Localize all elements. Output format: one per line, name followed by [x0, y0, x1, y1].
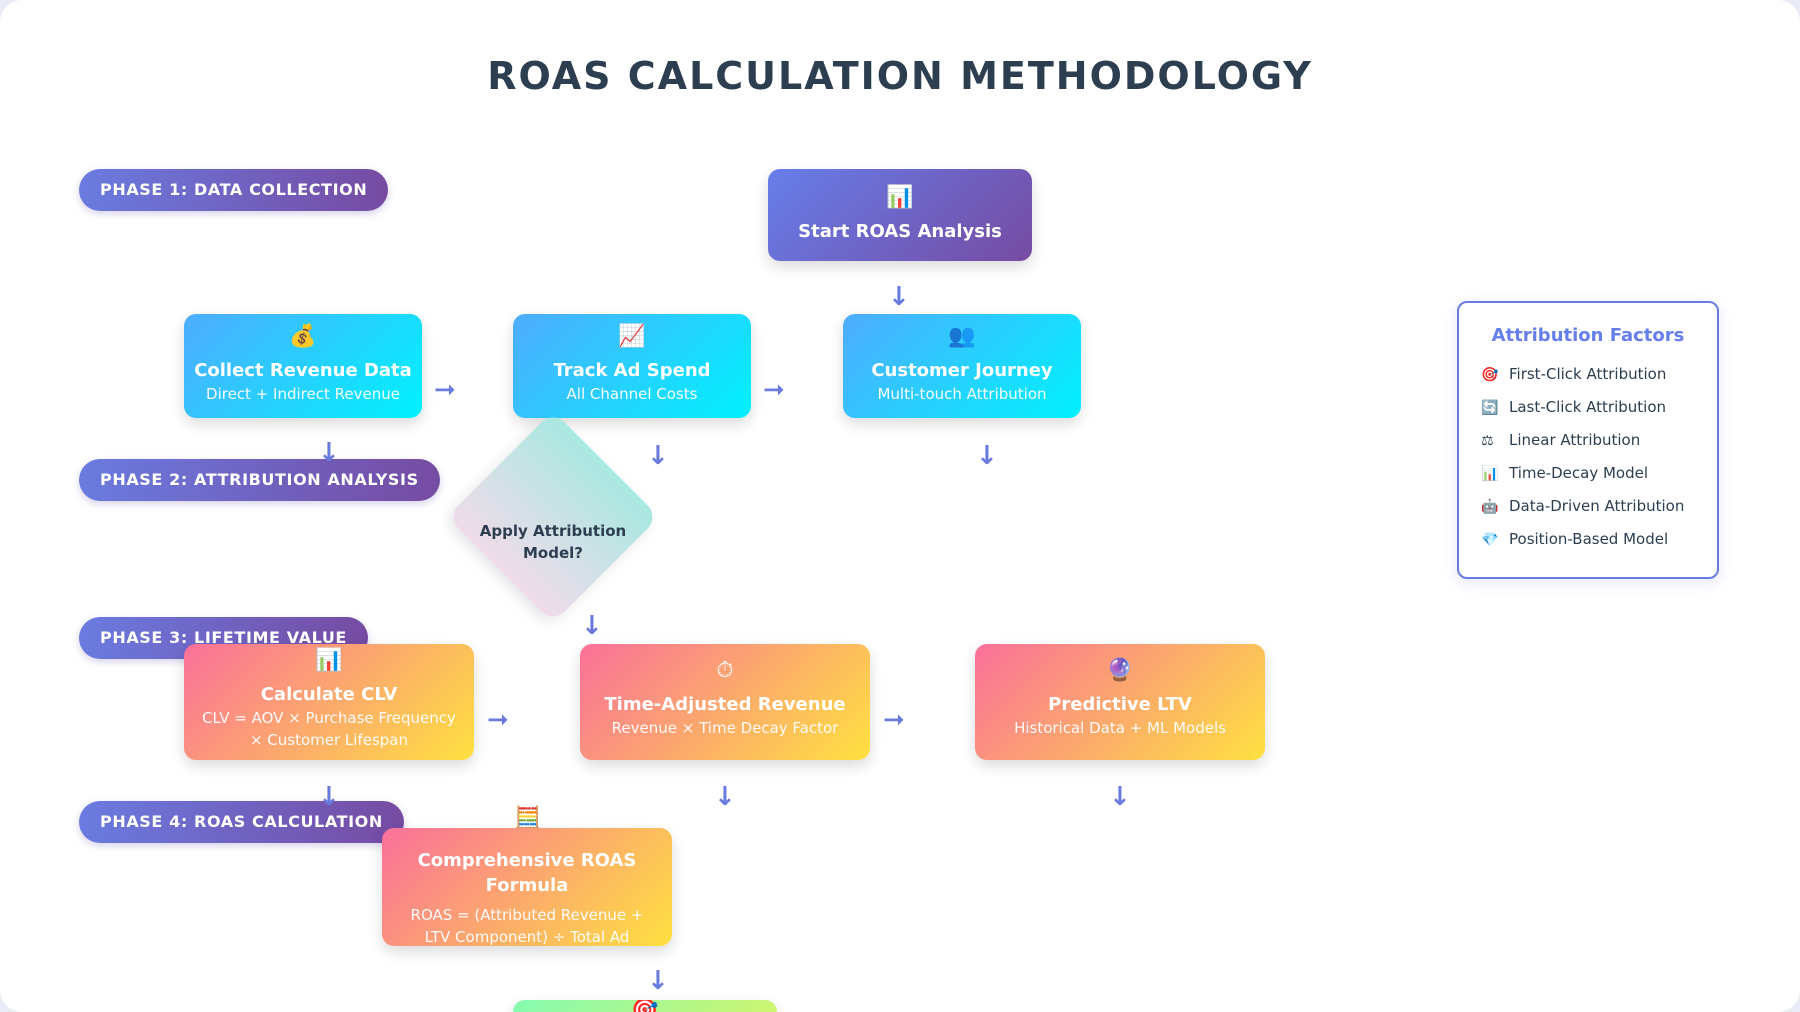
- predictive-ltv-node[interactable]: 🔮 Predictive LTV Historical Data + ML Mo…: [975, 644, 1265, 760]
- arrow-down: ↓: [647, 966, 669, 996]
- arrow-down: ↓: [888, 282, 910, 312]
- node-subtitle: Multi-touch Attribution: [877, 385, 1047, 403]
- node-title: Track Ad Spend: [553, 360, 711, 381]
- final-node[interactable]: 🎯: [513, 1000, 777, 1012]
- money-bag-icon: 💰: [289, 324, 317, 349]
- crystal-ball-icon: 🔮: [1106, 658, 1134, 683]
- node-subtitle: Direct + Indirect Revenue: [206, 385, 400, 403]
- users-icon: 👥: [948, 324, 976, 349]
- node-subtitle: Revenue × Time Decay Factor: [611, 719, 839, 737]
- page-title: ROAS CALCULATION METHODOLOGY: [487, 54, 1313, 98]
- arrow-down: ↓: [318, 438, 340, 468]
- attribution-factors-legend: Attribution Factors 🎯First-Click Attribu…: [1457, 301, 1719, 579]
- target-icon: 🎯: [513, 1000, 777, 1012]
- attribution-decision-diamond[interactable]: [446, 410, 660, 624]
- arrow-down: ↓: [1109, 782, 1131, 812]
- legend-item-data-driven: 🤖Data-Driven Attribution: [1481, 497, 1685, 515]
- start-roas-analysis-node[interactable]: 📊 Start ROAS Analysis: [768, 169, 1032, 261]
- bar-chart-icon: 📊: [1481, 466, 1499, 482]
- arrow-right: ➞: [487, 705, 509, 735]
- time-adjusted-revenue-node[interactable]: ⏱ Time-Adjusted Revenue Revenue × Time D…: [580, 644, 870, 760]
- arrow-right: ➞: [763, 375, 785, 405]
- arrow-down: ↓: [714, 782, 736, 812]
- arrow-down: ↓: [647, 441, 669, 471]
- phase-1-label: PHASE 1: DATA COLLECTION: [79, 169, 389, 211]
- collect-revenue-data-node[interactable]: 💰 Collect Revenue Data Direct + Indirect…: [184, 314, 422, 418]
- bar-chart-icon: 📊: [315, 648, 343, 673]
- refresh-icon: 🔄: [1481, 400, 1499, 416]
- attribution-decision-label: Apply Attribution Model?: [479, 522, 627, 562]
- legend-item-position-based: 💎Position-Based Model: [1481, 530, 1669, 548]
- node-title: Start ROAS Analysis: [798, 221, 1002, 242]
- legend-item-last-click: 🔄Last-Click Attribution: [1481, 398, 1667, 416]
- track-ad-spend-node[interactable]: 📈 Track Ad Spend All Channel Costs: [513, 314, 751, 418]
- scale-icon: ⚖: [1481, 433, 1494, 449]
- node-subtitle: ROAS = (Attributed Revenue + LTV Compone…: [410, 906, 644, 946]
- target-icon: 🎯: [1481, 367, 1499, 383]
- legend-item-time-decay: 📊Time-Decay Model: [1481, 464, 1649, 482]
- trend-chart-icon: 📈: [618, 324, 646, 349]
- legend-title: Attribution Factors: [1491, 325, 1685, 346]
- node-title: Predictive LTV: [1048, 694, 1192, 715]
- node-subtitle: Historical Data + ML Models: [1014, 719, 1226, 737]
- calculate-clv-node[interactable]: 📊 Calculate CLV CLV = AOV × Purchase Fre…: [184, 644, 474, 760]
- node-title: Time-Adjusted Revenue: [604, 694, 846, 715]
- node-subtitle: CLV = AOV × Purchase Frequency × Custome…: [202, 709, 456, 749]
- node-title: Customer Journey: [871, 360, 1053, 381]
- node-title: Collect Revenue Data: [194, 360, 412, 381]
- stopwatch-icon: ⏱: [716, 658, 734, 683]
- phase-2-label: PHASE 2: ATTRIBUTION ANALYSIS: [79, 459, 440, 501]
- arrow-down: ↓: [581, 611, 603, 641]
- node-title: Comprehensive ROAS Formula: [417, 850, 637, 896]
- abacus-icon: 🧮: [514, 805, 542, 830]
- arrow-right: ➞: [434, 375, 456, 405]
- customer-journey-node[interactable]: 👥 Customer Journey Multi-touch Attributi…: [843, 314, 1081, 418]
- bar-chart-icon: 📊: [886, 185, 914, 210]
- phase-4-label: PHASE 4: ROAS CALCULATION: [79, 801, 404, 843]
- node-subtitle: All Channel Costs: [566, 385, 698, 403]
- legend-item-first-click: 🎯First-Click Attribution: [1481, 365, 1667, 383]
- arrow-right: ➞: [883, 705, 905, 735]
- arrow-down: ↓: [976, 441, 998, 471]
- gem-icon: 💎: [1481, 532, 1499, 548]
- legend-item-linear: ⚖Linear Attribution: [1481, 431, 1641, 449]
- arrow-down: ↓: [318, 782, 340, 812]
- node-title: Calculate CLV: [260, 684, 398, 705]
- robot-icon: 🤖: [1481, 499, 1499, 515]
- roas-formula-node[interactable]: Comprehensive ROAS Formula ROAS = (Attri…: [382, 828, 672, 946]
